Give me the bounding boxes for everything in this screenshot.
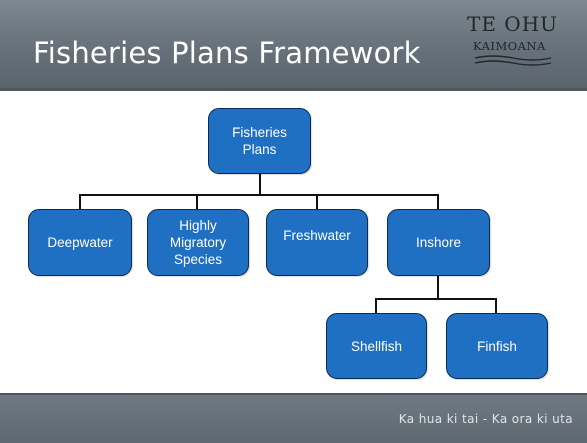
logo-waves-icon [474,55,552,66]
connector-inshore-down [437,275,439,299]
node-highly-migratory-species: Highly Migratory Species [147,209,249,276]
footer-tagline: Ka hua ki tai - Ka ora ki uta [398,412,573,426]
node-inshore: Inshore [387,209,490,276]
node-freshwater: Freshwater [266,209,368,276]
slide-header: Fisheries Plans Framework TE OHU KAIMOAN… [0,0,587,88]
slide-title: Fisheries Plans Framework [33,36,421,70]
node-finfish: Finfish [446,313,548,379]
connector-level2-bar [375,298,497,300]
connector-deepwater [79,194,81,210]
connector-highly-migratory [196,194,198,210]
header-divider [0,88,587,91]
node-shellfish: Shellfish [326,313,427,379]
logo-line1: TE OHU [467,12,558,36]
node-deepwater: Deepwater [28,209,132,276]
connector-finfish [495,298,497,314]
connector-shellfish [375,298,377,314]
logo-line2: KAIMOANA [473,39,546,53]
slide-footer: Ka hua ki tai - Ka ora ki uta [0,393,587,443]
node-fisheries-plans: Fisheries Plans [208,108,311,174]
connector-freshwater [316,194,318,210]
connector-root-down [259,173,261,195]
connector-inshore [437,194,439,210]
te-ohu-kaimoana-logo: TE OHU KAIMOANA [463,12,575,74]
connector-level1-bar [79,194,439,196]
